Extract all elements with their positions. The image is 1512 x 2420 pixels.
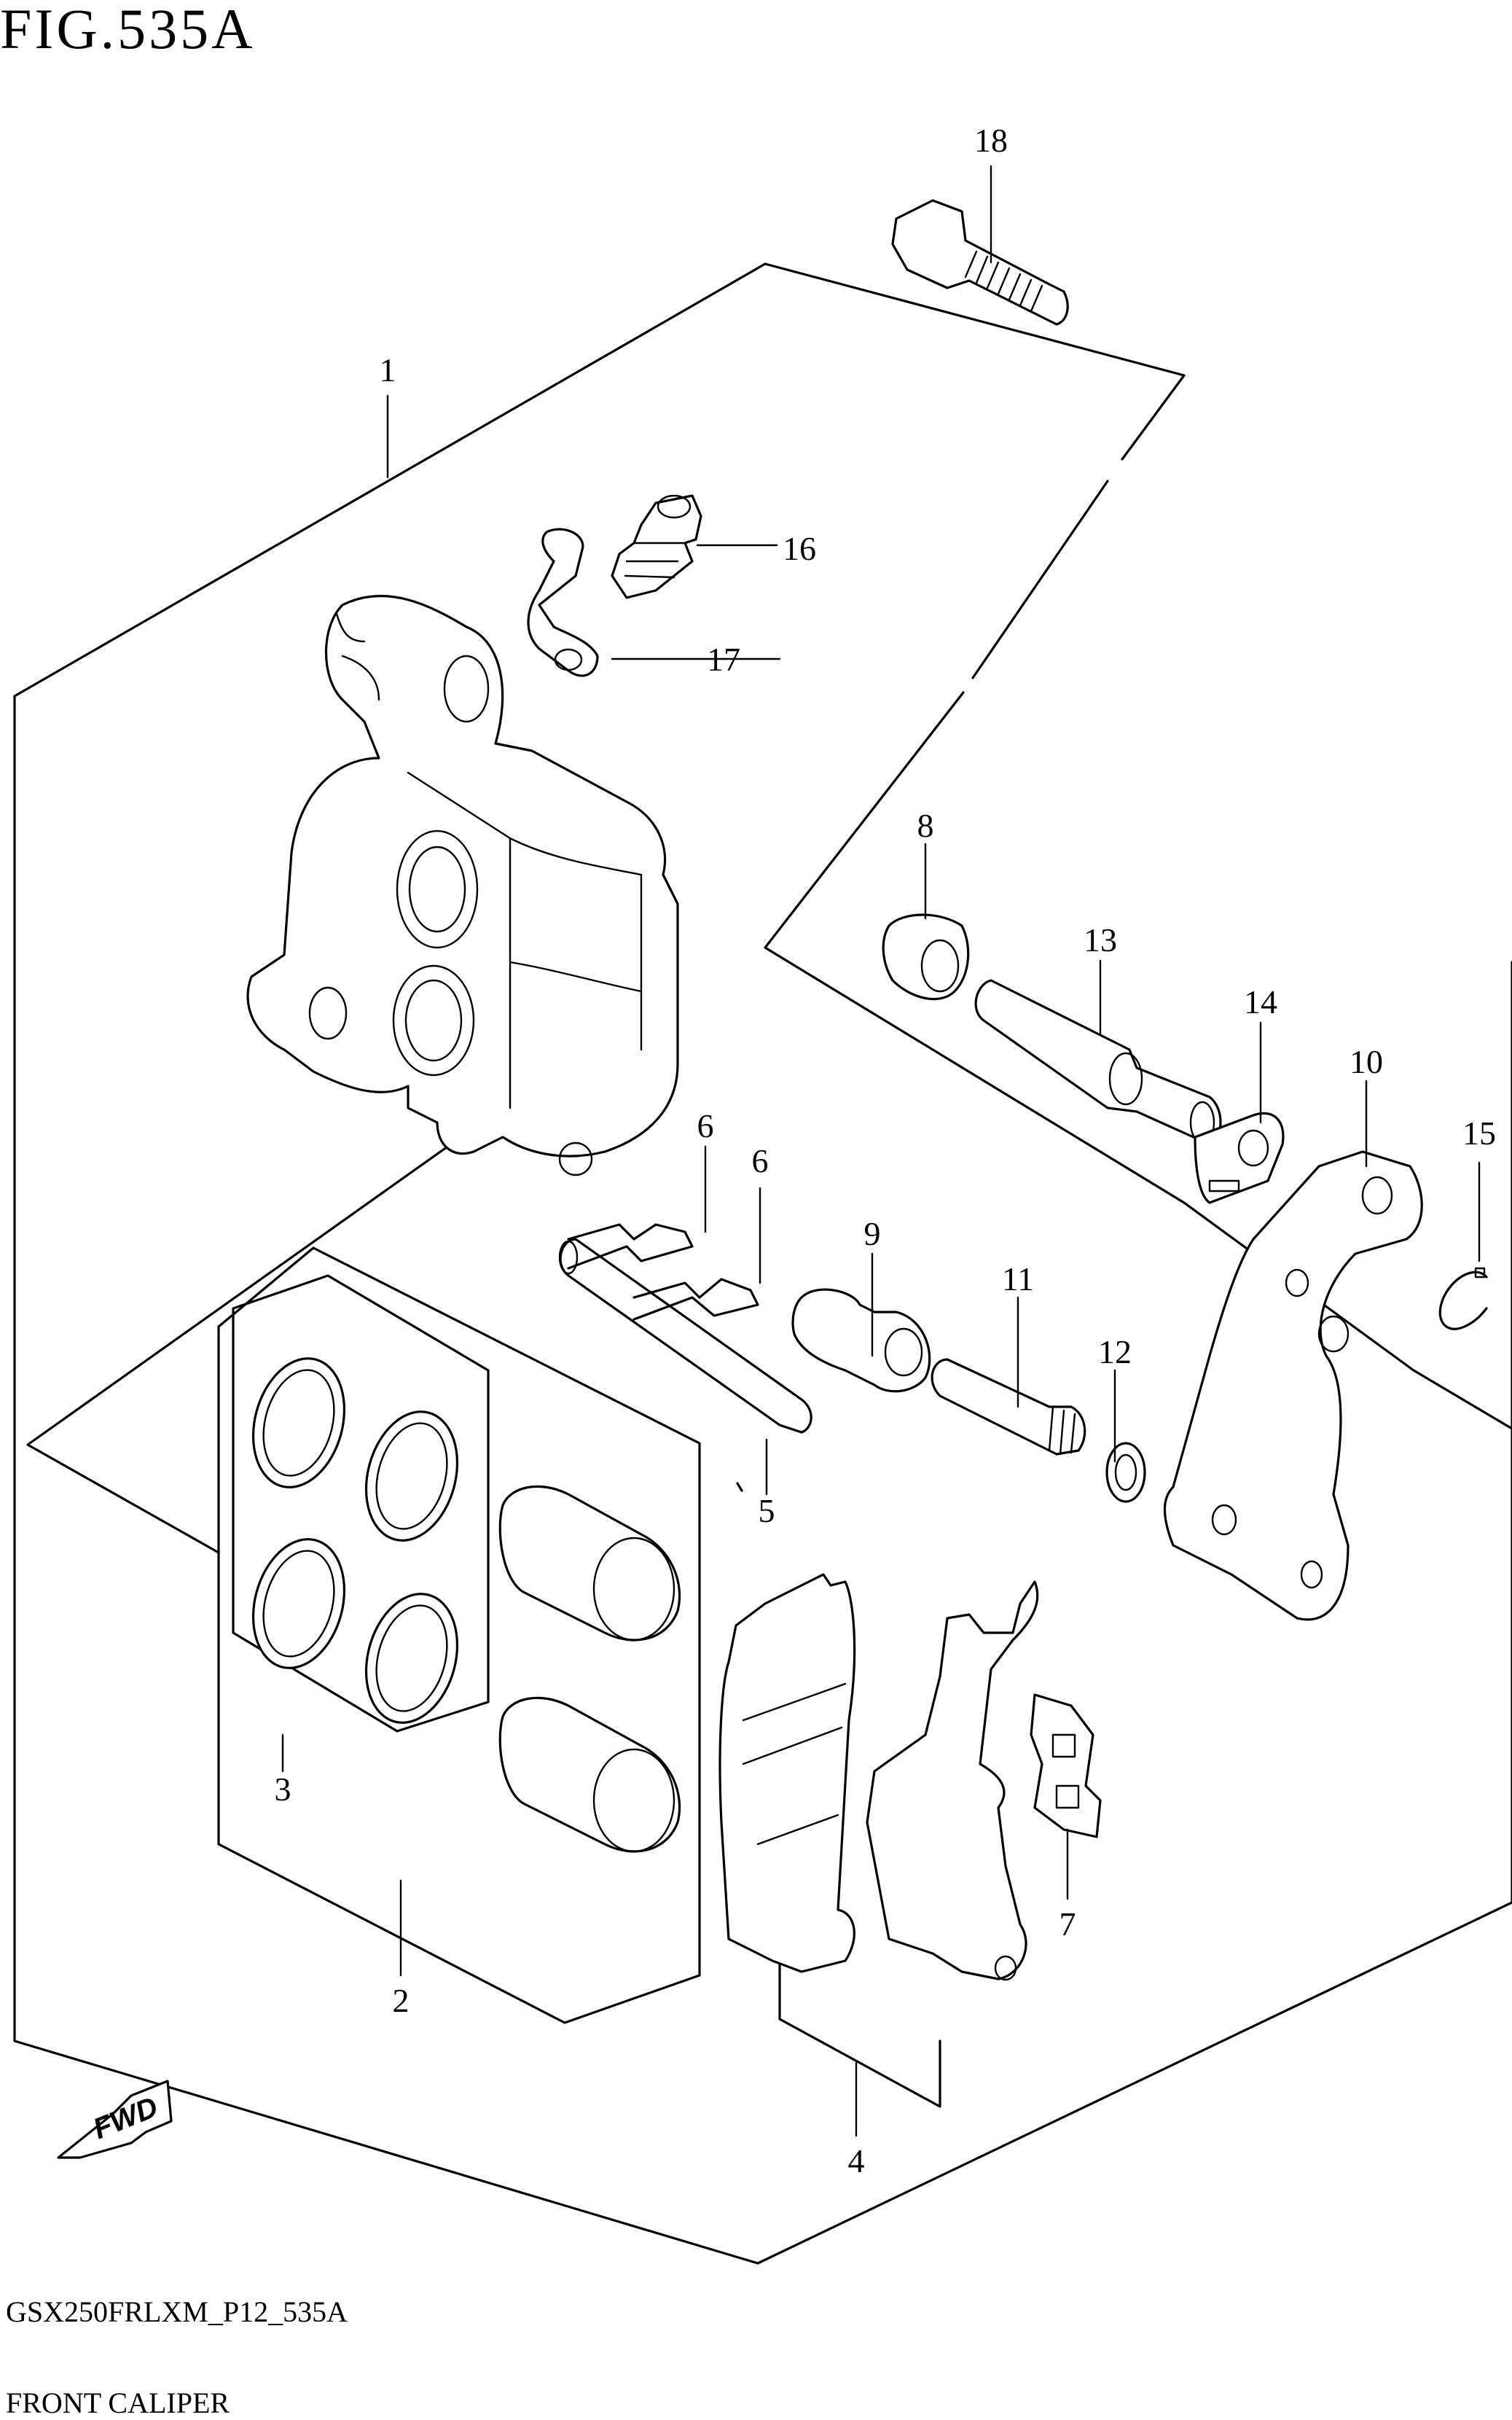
figure-code: GSX250FRLXM_P12_535A [6,2295,348,2328]
washer [1105,1442,1146,1503]
figure-name: FRONT CALIPER [6,2386,230,2419]
piston-set-frame [217,1246,701,2024]
circlip [1438,1267,1488,1330]
callout-17: 17 [707,641,740,678]
pin-clip-second [632,1278,759,1321]
callout-4: 4 [848,2142,865,2179]
assembly-frame [13,262,1512,2265]
callout-labels: 1 2 3 4 5 6 6 7 8 9 10 11 12 13 14 15 16… [275,122,1497,2179]
pad-spring [1030,1693,1102,1838]
callout-12: 12 [1098,1333,1132,1370]
boot [882,913,970,1001]
callout-8: 8 [917,807,934,844]
callout-6b: 6 [752,1142,769,1179]
callout-9: 9 [864,1215,881,1252]
bleeder-valve [611,494,702,599]
fwd-arrow-icon: FWD [57,2080,173,2159]
seal-set-frame [232,1274,490,1733]
connector-line [26,1096,743,1554]
figure-title: FIG.535A [0,0,256,60]
callout-14: 14 [1244,983,1277,1020]
pin-clip [567,1223,694,1270]
callout-3: 3 [275,1771,291,1808]
callout-10: 10 [1350,1043,1383,1080]
callout-7: 7 [1059,1905,1076,1943]
slide-pin-lower [931,1358,1086,1456]
brake-pad-inner [866,1580,1039,1981]
mounting-bolt [891,199,1069,326]
callout-5: 5 [759,1492,775,1529]
seal-rings [251,1357,459,1724]
pad-group-bracket [778,1956,941,2108]
callout-6a: 6 [697,1107,714,1144]
callout-2: 2 [393,1982,410,2019]
callout-1: 1 [380,351,396,389]
callout-11: 11 [1002,1260,1034,1297]
leader-lines [281,165,1481,2137]
caliper-bracket [1163,1150,1423,1621]
boot-lower [791,1288,931,1393]
callout-16: 16 [783,530,816,567]
pistons [498,1485,681,1853]
slide-pin-upper [974,979,1222,1146]
pad-retainer [1194,1112,1285,1204]
brake-pad-outer [718,1573,856,1973]
callout-15: 15 [1462,1115,1496,1152]
caliper-body [246,594,679,1176]
callout-13: 13 [1084,921,1117,959]
bleeder-cap [527,528,599,677]
callout-18: 18 [974,122,1008,159]
pad-pin [558,1238,812,1434]
